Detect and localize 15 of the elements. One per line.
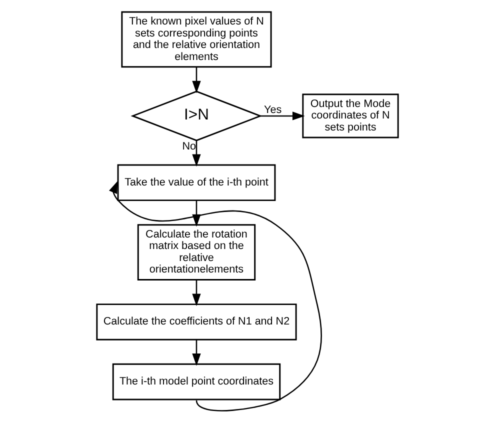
node-diamond: I>N <box>130 90 262 142</box>
node-box: The known pixel values of N sets corresponding points and the relative orientation elements <box>120 11 272 68</box>
arrow <box>192 280 200 306</box>
edge-label: No <box>182 140 196 152</box>
arrow <box>192 340 200 366</box>
arrow <box>260 112 304 120</box>
node-box: The i-th model point coordinates <box>112 363 280 400</box>
node-box: Take the value of the i-th point <box>116 164 276 202</box>
node-box: Calculate the rotation matrix based on the relative orientationelements <box>136 224 256 281</box>
arrow <box>192 66 200 94</box>
arrow <box>108 180 322 412</box>
arrow <box>192 140 200 167</box>
edge-label: Yes <box>264 104 282 116</box>
node-box: Calculate the coefficients of N1 and N2 <box>96 304 296 340</box>
node-box: Output the Mode coordinates of N sets points <box>302 94 398 138</box>
